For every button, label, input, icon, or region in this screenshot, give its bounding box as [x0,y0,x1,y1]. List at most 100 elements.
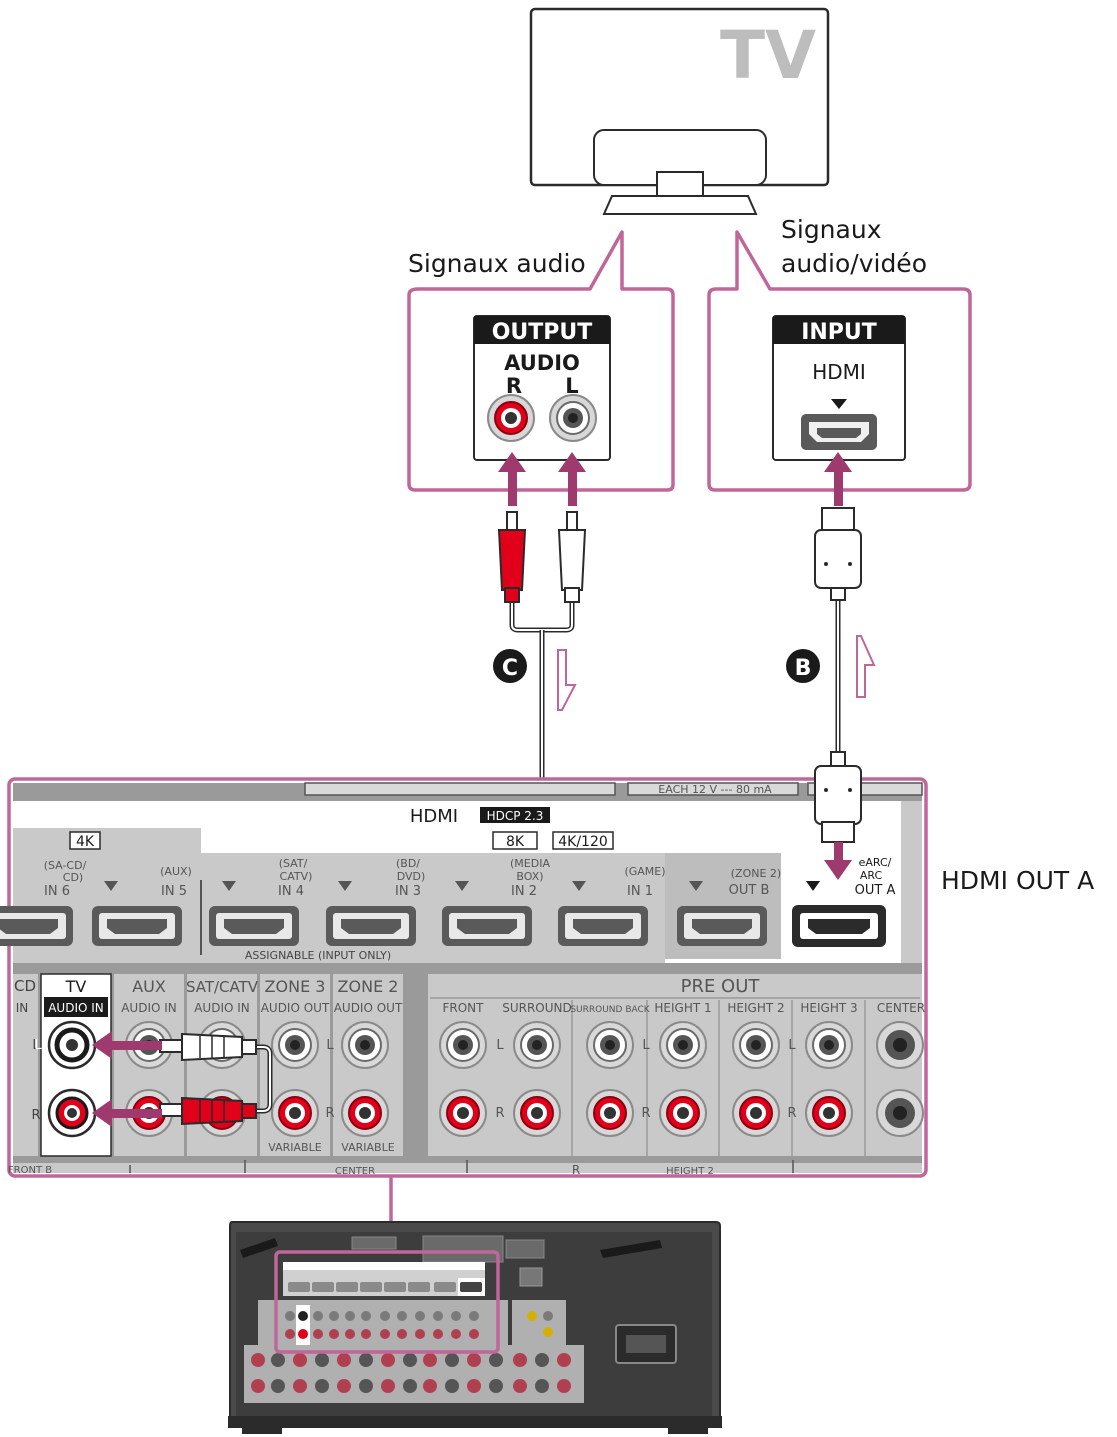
svg-text:(SAT/: (SAT/ [279,857,308,870]
svg-text:SURROUND BACK: SURROUND BACK [570,1005,650,1015]
input-callout: INPUT HDMI [707,230,972,492]
hdmi-in-4[interactable]: (SAT/ CATV) IN 4 [209,857,312,946]
hdmi-plug-bottom [814,751,862,880]
label-4k: 4K [76,834,95,850]
hdmi-in-3[interactable]: (BD/ DVD) IN 3 [326,857,425,946]
svg-text:AUDIO OUT: AUDIO OUT [261,1001,330,1015]
svg-text:AUDIO OUT: AUDIO OUT [334,1001,403,1015]
svg-text:IN 4: IN 4 [278,884,304,899]
svg-text:FRONT B: FRONT B [8,1165,52,1176]
output-title: OUTPUT [492,320,593,345]
hdmi-in-5[interactable]: (AUX) IN 5 [92,865,192,946]
svg-text:IN 6: IN 6 [44,884,70,899]
svg-text:L: L [32,1038,40,1053]
output-callout: OUTPUT AUDIO R L [407,230,675,492]
hdmi-out-a-callout: HDMI OUT A [941,866,1094,895]
tv-hdmi-input-port[interactable] [801,414,877,450]
hdmi-in-1[interactable]: (GAME) IN 1 [558,865,666,946]
receiver-rear-panel-zoom: EACH 12 V --- 80 mA HDMI HDCP 2.3 4K 8K … [0,751,928,1178]
cable-b-letter: B [795,656,812,681]
svg-text:R: R [787,1106,796,1121]
svg-text:AUDIO IN: AUDIO IN [48,1001,104,1015]
audio-group-satcatv: SAT/CATV AUDIO IN [186,974,259,1156]
audio-group-cd: CD IN L R [13,974,41,1156]
label-8k: 8K [506,834,525,850]
cable-c-marker [493,649,527,683]
svg-text:CD): CD) [63,871,83,884]
tv-output-l-jack[interactable] [549,394,597,442]
pre-out-title: PRE OUT [681,976,761,997]
audio-group-zone2: ZONE 2 AUDIO OUT L R VARIABLE [325,974,403,1156]
tv-audio-in-r-jack[interactable] [47,1088,97,1138]
bottom-label-strip: FRONT B CENTER R HEIGHT 2 [8,1160,794,1177]
tv-illustration: TV [529,7,830,215]
svg-text:R: R [495,1106,504,1121]
svg-text:AUX: AUX [132,977,166,996]
svg-text:VARIABLE: VARIABLE [341,1141,394,1154]
cable-b-marker [786,649,820,683]
svg-text:(SA-CD/: (SA-CD/ [44,859,87,872]
input-title: INPUT [801,320,877,345]
svg-text:CD: CD [14,977,36,995]
svg-text:AUDIO IN: AUDIO IN [121,1001,177,1015]
svg-text:SAT/CATV: SAT/CATV [186,978,259,996]
svg-text:R: R [641,1106,650,1121]
signal-direction-up-icon [856,635,876,698]
audio-signals-label: Signaux audio [408,249,586,278]
hdmi-cable: B [786,507,876,760]
svg-text:L: L [326,1038,334,1053]
svg-text:(ZONE 2): (ZONE 2) [731,867,781,880]
svg-text:ARC: ARC [860,869,883,882]
svg-text:ZONE 2: ZONE 2 [338,977,399,996]
tv-audio-in-l-jack[interactable] [47,1020,97,1070]
svg-text:eARC/: eARC/ [859,856,892,869]
svg-text:IN 2: IN 2 [511,884,537,899]
insert-arrows-receiver [92,1031,162,1127]
hdmi-in-6[interactable]: (SA-CD/ CD) IN 6 [0,859,87,946]
svg-text:ZONE 3: ZONE 3 [265,977,326,996]
svg-text:OUT B: OUT B [729,883,770,898]
input-hdmi-label: HDMI [812,360,866,384]
svg-text:L: L [788,1038,796,1053]
hdmi-out-b[interactable]: (ZONE 2) OUT B [677,867,781,946]
svg-text:L: L [34,1038,42,1053]
label-4k120: 4K/120 [558,834,608,850]
rca-plug-white-receiver [159,1032,273,1114]
svg-text:BOX): BOX) [516,870,543,883]
rca-plug-white [557,511,587,603]
svg-text:(MEDIA: (MEDIA [510,857,550,870]
svg-text:HEIGHT 2: HEIGHT 2 [727,1001,784,1015]
svg-text:IN 5: IN 5 [161,884,187,899]
svg-text:HEIGHT 1: HEIGHT 1 [654,1001,711,1015]
cable-c-letter: C [502,656,518,681]
svg-text:CENTER: CENTER [877,1001,925,1015]
svg-text:AUDIO IN: AUDIO IN [194,1001,250,1015]
av-signals-label-line2: audio/vidéo [781,249,927,278]
svg-text:L: L [642,1038,650,1053]
svg-text:OUT A: OUT A [855,883,896,898]
signal-direction-down-icon [557,649,577,711]
output-l-label: L [565,374,578,398]
svg-text:HEIGHT 2: HEIGHT 2 [666,1166,714,1177]
tv-label: TV [720,17,816,94]
rca-plug-red [497,511,527,603]
svg-text:R: R [325,1106,334,1121]
svg-text:IN 1: IN 1 [627,884,653,899]
hdmi-in-2[interactable]: (MEDIA BOX) IN 2 [442,857,550,946]
svg-text:TV: TV [65,977,87,996]
hdmi-plug-top [814,507,862,601]
receiver-rear-overview [228,1221,722,1434]
audio-group-aux: AUX AUDIO IN [114,974,184,1156]
svg-text:IN 3: IN 3 [395,884,421,899]
svg-text:IN: IN [16,1001,29,1015]
svg-text:HEIGHT 3: HEIGHT 3 [800,1001,857,1015]
svg-text:VARIABLE: VARIABLE [268,1141,321,1154]
svg-text:SURROUND: SURROUND [502,1001,572,1015]
svg-text:CATV): CATV) [280,870,313,883]
hdmi-out-a[interactable]: eARC/ ARC OUT A [792,856,895,947]
output-r-label: R [506,374,522,398]
hdmi-section-title: HDMI [410,806,458,827]
tv-output-r-jack[interactable] [487,394,535,442]
svg-text:FRONT: FRONT [443,1001,485,1015]
